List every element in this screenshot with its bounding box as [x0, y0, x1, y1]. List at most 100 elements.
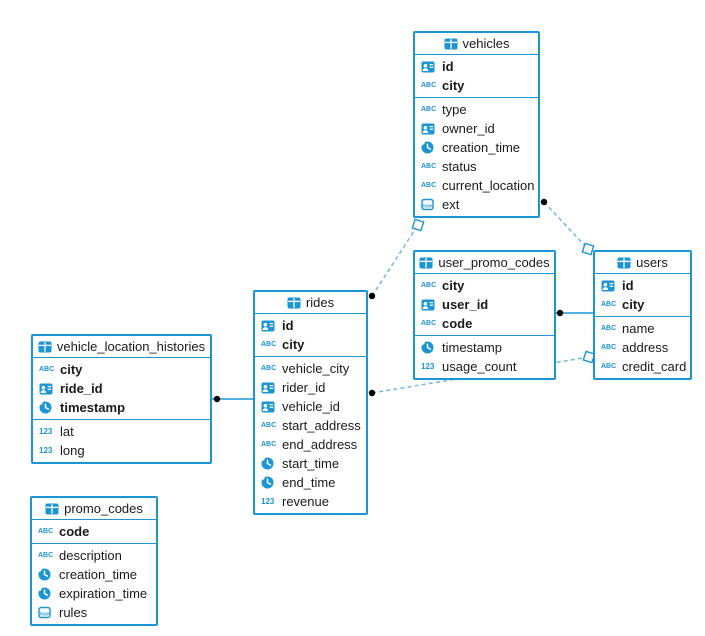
abc-icon: ABC: [38, 528, 54, 535]
column-row-rules: JSON rules: [32, 603, 156, 622]
table-header[interactable]: user_promo_codes: [415, 252, 554, 274]
json-icon: JSON: [421, 198, 438, 211]
abc-icon: ABC: [421, 182, 437, 189]
table-icon: [287, 297, 301, 309]
relationship-dot-marker: [368, 292, 376, 300]
column-name: user_id: [442, 297, 489, 312]
column-row-id: id: [595, 276, 690, 295]
table-name: user_promo_codes: [438, 255, 550, 270]
column-name: expiration_time: [59, 586, 148, 601]
abc-icon: ABC: [601, 363, 617, 370]
num-icon: 123: [421, 361, 435, 371]
relationship-dot-marker: [556, 309, 564, 317]
table-header[interactable]: vehicle_location_histories: [33, 336, 210, 358]
table-header[interactable]: users: [595, 252, 690, 274]
id-badge-icon: [421, 123, 438, 135]
column-row-timestamp: timestamp: [415, 338, 554, 357]
table-icon: [419, 257, 433, 269]
column-row-current_location: ABC current_location: [415, 176, 538, 195]
column-name: id: [442, 59, 454, 74]
column-name: vehicle_id: [282, 399, 340, 414]
abc-icon: ABC: [39, 366, 55, 373]
clock-icon: [421, 341, 438, 354]
relationship-line-vehicles-users: [543, 201, 589, 250]
column-row-vehicle_city: ABC vehicle_city: [255, 359, 366, 378]
column-row-rider_id: rider_id: [255, 378, 366, 397]
column-name: creation_time: [442, 140, 521, 155]
column-row-creation_time: creation_time: [415, 138, 538, 157]
column-name: start_time: [282, 456, 340, 471]
table-icon: [38, 341, 52, 353]
clock-icon: [421, 141, 438, 154]
column-name: creation_time: [59, 567, 138, 582]
num-icon: 123: [39, 445, 53, 455]
abc-icon: ABC: [421, 282, 437, 289]
abc-icon: ABC: [261, 365, 277, 372]
clock-icon: [39, 401, 56, 414]
column-name: rider_id: [282, 380, 326, 395]
column-name: name: [622, 321, 655, 336]
abc-icon: ABC: [601, 301, 617, 308]
column-name: id: [282, 318, 294, 333]
clock-icon: [261, 476, 278, 489]
relationship-square-marker: [581, 242, 595, 256]
column-name: end_address: [282, 437, 358, 452]
id-badge-icon: [261, 382, 278, 394]
column-name: timestamp: [60, 400, 126, 415]
relationship-dot-marker: [368, 389, 376, 397]
clock-icon: [38, 568, 55, 581]
table-icon: [444, 38, 458, 50]
column-row-expiration_time: expiration_time: [32, 584, 156, 603]
abc-icon: ABC: [601, 325, 617, 332]
table-icon: [45, 503, 59, 515]
table-header[interactable]: rides: [255, 292, 366, 314]
column-name: owner_id: [442, 121, 495, 136]
column-name: city: [282, 337, 305, 352]
column-row-start_time: start_time: [255, 454, 366, 473]
table-icon: [617, 257, 631, 269]
column-row-id: id: [255, 316, 366, 335]
id-badge-icon: [601, 280, 618, 292]
id-badge-icon: [421, 299, 438, 311]
table-name: promo_codes: [64, 501, 143, 516]
column-name: description: [59, 548, 122, 563]
id-badge-icon: [261, 320, 278, 332]
column-row-user_id: user_id: [415, 295, 554, 314]
clock-icon: [38, 587, 55, 600]
relationship-square-marker: [411, 218, 425, 232]
column-name: rules: [59, 605, 88, 620]
column-name: id: [622, 278, 634, 293]
column-name: timestamp: [442, 340, 502, 355]
abc-icon: ABC: [261, 422, 277, 429]
table-header[interactable]: vehicles: [415, 33, 538, 55]
relationship-line-rides-vehicles: [371, 224, 419, 297]
column-name: vehicle_city: [282, 361, 350, 376]
column-row-name: ABC name: [595, 319, 690, 338]
column-name: current_location: [442, 178, 535, 193]
table-header[interactable]: promo_codes: [32, 498, 156, 520]
json-icon: JSON: [38, 606, 55, 619]
clock-icon: [261, 457, 278, 470]
num-icon: 123: [261, 496, 275, 506]
